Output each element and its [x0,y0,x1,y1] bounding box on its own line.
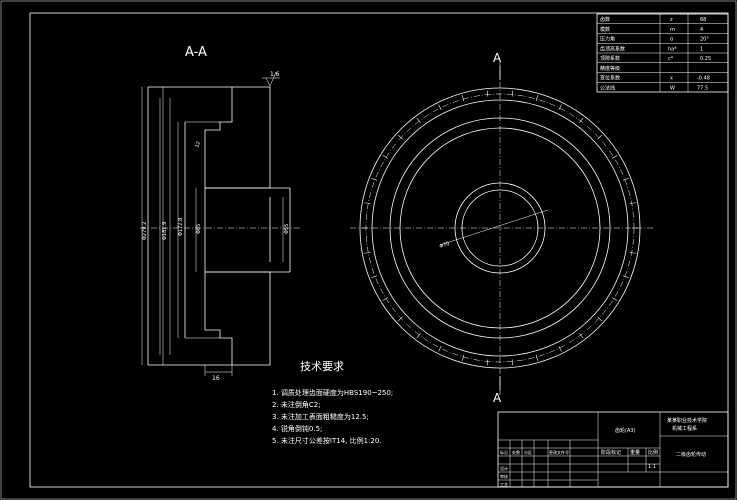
lower-section-hatch [204,271,271,366]
gear-tooth-mark [486,359,489,366]
weight-label: 重量 [630,449,640,456]
dim-od: Φ279.2 [142,222,148,240]
dim-d2: Φ181.9 [162,222,168,240]
gear-tooth-mark [364,202,371,205]
rev-col-doc: 更改文件号 [549,449,569,455]
param-val: 20° [700,37,709,43]
gear-tooth-mark [612,155,618,159]
gear-tooth-mark [535,354,539,361]
section-label: A-A [185,45,207,60]
cut-label-bottom: A [493,391,502,405]
gear-tooth-mark [597,134,603,140]
param-val: 1 [700,47,703,53]
gear-tooth-mark [371,275,378,279]
front-view: Φ70 A A [350,51,655,405]
gear-tooth-mark [612,297,618,301]
title-block: 齿轮(A3) 某某职业技术学院 机械工程系 二级齿轮传动 阶段标记 重量 比例 … [497,411,729,488]
part-name: 二级齿轮传动 [676,451,706,458]
tech-item-5: 5. 未注尺寸公差按IT14, 比例1:20. [272,436,382,445]
tech-item-4: 4. 锐角倒钝0.5; [272,424,322,433]
surface-roughness-mark: 1.6 [270,71,280,78]
stage-label: 阶段标记 [601,449,621,456]
param-name: 齿顶高系数 [600,46,625,53]
section-view: A-A Φ279.2 Φ181.9 Φ [140,45,300,382]
gear-tooth-mark [579,333,584,339]
param-val: 0.25 [700,56,711,62]
tech-title: 技术要求 [300,360,344,373]
gear-tooth-mark [535,95,539,102]
tech-requirements: 技术要求 1. 调质处理齿面硬度为HBS190~250; 2. 未注倒角C2; … [272,360,393,445]
param-name: 模数 [600,26,610,33]
dim-width: 16 [212,375,220,382]
params-table: 齿数 z 68 模数 m 4 压力角 α 20° 齿顶高系数 ha* 1 顶隙系… [596,13,729,93]
gear-tooth-mark [397,316,403,322]
gear-tooth-mark [629,202,636,205]
cut-label-top: A [493,51,502,65]
gear-tooth-mark [382,297,388,301]
role-process: 工艺 [500,482,508,487]
gear-tooth-mark [579,117,584,123]
dim-d4: Φ85 [196,224,202,234]
param-name: 压力角 [600,36,615,43]
gear-tooth-mark [416,333,421,339]
rev-col-mark: 标记 [500,449,508,455]
scale-value: 1:1 [648,464,656,470]
rev-col-zone: 分区 [524,449,532,455]
gear-tooth-mark [397,134,403,140]
gear-tooth-mark [597,316,603,322]
dim-bore: Φ55 [284,224,290,234]
gear-tooth-mark [364,251,371,254]
dim-step: 12 [194,141,202,149]
param-sym: c* [668,56,674,62]
dim-d3: Φ172.8 [178,218,184,236]
upper-section-hatch [204,86,271,189]
param-val: 4 [700,27,703,33]
dim-hole: Φ70 [439,241,451,250]
param-val: 68 [700,17,706,23]
gear-tooth-mark [486,90,489,97]
param-sym: W [670,86,675,92]
param-sym: x [670,76,673,82]
gear-tooth-mark [416,117,421,123]
param-name: 公法线 [600,85,615,92]
gear-tooth-mark [461,354,465,361]
tech-item-3: 3. 未注加工表面粗糙度为12.5; [272,412,369,421]
gear-tooth-mark [461,95,465,102]
param-name: 齿数 [600,16,610,23]
gear-tooth-mark [371,177,378,181]
scale-label: 比例 [648,449,658,456]
dept-name: 机械工程系 [672,425,697,432]
tech-item-2: 2. 未注倒角C2; [272,400,321,409]
param-sym: ha* [668,47,677,53]
param-sym: α [670,37,674,43]
gear-tooth-mark [622,275,629,279]
role-review: 审核 [500,473,508,479]
gear-tooth-mark [511,90,514,97]
param-val: -0.48 [697,76,710,82]
school-name: 某某职业技术学院 [667,417,707,424]
rev-col-count: 处数 [512,449,520,455]
param-sym: z [670,17,673,23]
drawing-name: 齿轮(A3) [615,427,636,434]
gear-tooth-mark [438,346,442,352]
param-name: 顶隙系数 [600,55,620,62]
gear-tooth-mark [558,346,562,352]
inner-frame [29,12,729,488]
param-name: 精度等级 [600,65,620,72]
gear-tooth-mark [511,359,514,366]
gear-tooth-mark [629,251,636,254]
role-design: 设计 [500,465,508,471]
gear-tooth-mark [558,104,562,110]
gear-tooth-mark [382,155,388,159]
gear-tooth-mark [622,177,629,181]
param-val: 77.5 [697,86,708,92]
param-name: 变位系数 [600,75,620,82]
tech-item-1: 1. 调质处理齿面硬度为HBS190~250; [272,388,393,397]
param-sym: m [670,27,675,33]
gear-tooth-mark [438,104,442,110]
